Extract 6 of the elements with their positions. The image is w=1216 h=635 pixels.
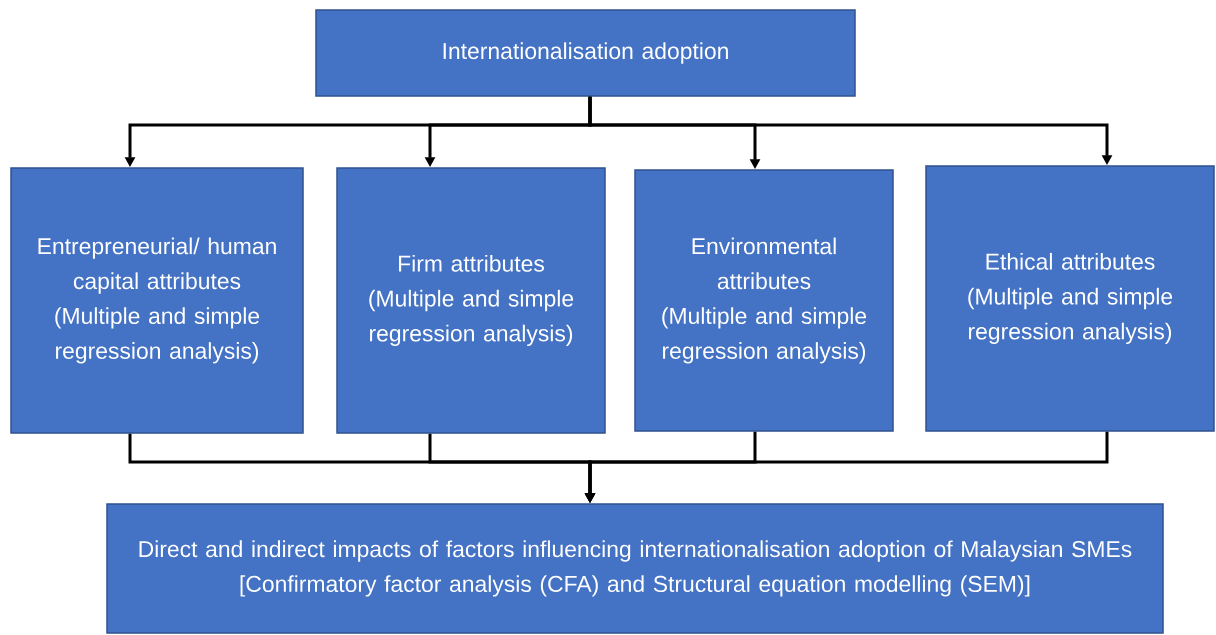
process-box: Firm attributes (Multiple and simple regression analysis) [336,167,606,434]
process-box: Direct and indirect impacts of factors influencing internationalisation adoption of Malaysian SMEs [Confirmatory factor analysis (CFA) and Structural equation modelling (SEM)] [106,503,1164,634]
process-box: Environmental attributes (Multiple and simple regression analysis) [634,169,894,432]
process-box: Entrepreneurial/ human capital attributes (Multiple and simple regression analysis) [10,167,304,434]
process-box: Ethical attributes (Multiple and simple regression analysis) [925,165,1215,432]
process-box: Internationalisation adoption [315,9,856,97]
